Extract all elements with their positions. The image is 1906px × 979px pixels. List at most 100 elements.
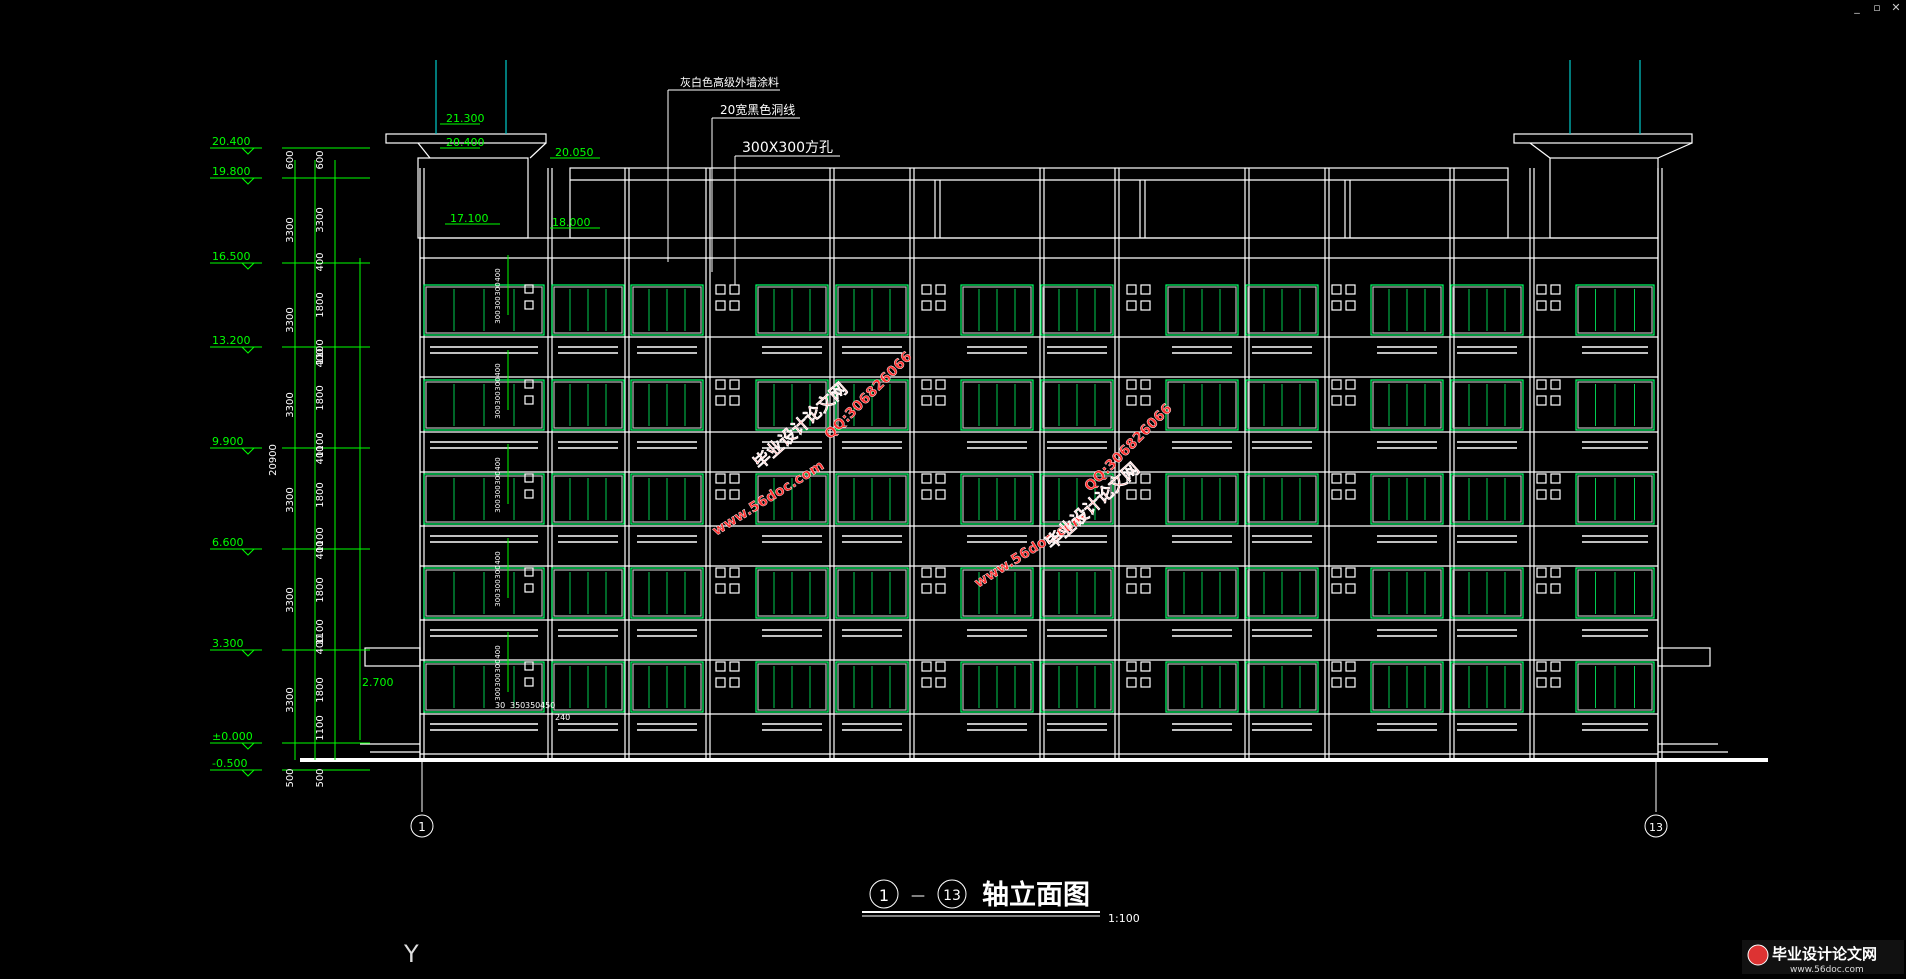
minimize-icon[interactable]: _: [1854, 1, 1860, 14]
square-hole: [1331, 379, 1342, 390]
square-hole: [1550, 379, 1561, 390]
logo-box: [1742, 940, 1904, 974]
square-hole: [1140, 489, 1151, 500]
tower-bracket: [1657, 142, 1693, 159]
window-inner: [425, 475, 543, 523]
window-inner: [962, 475, 1032, 523]
square-hole: [1536, 300, 1547, 311]
window-frame: [1575, 567, 1655, 619]
right-canopy: [1657, 647, 1711, 667]
square-hole: [935, 583, 946, 594]
dim-text-inner: 400: [315, 252, 326, 271]
square-hole: [1536, 661, 1547, 672]
window-grid: [423, 284, 1655, 731]
square-hole: [921, 661, 932, 672]
square-hole: [715, 473, 726, 484]
window-frame: [1575, 661, 1655, 713]
window-frame: [755, 473, 829, 525]
square-hole: [524, 395, 534, 405]
window-inner: [1452, 663, 1522, 711]
window-inner: [553, 663, 623, 711]
square-hole: [1550, 661, 1561, 672]
window-frame: [1575, 379, 1655, 431]
square-hole: [921, 379, 932, 390]
square-hole: [1536, 284, 1547, 295]
window-frame: [423, 567, 545, 619]
watermark-site: www.56doc.com: [710, 458, 827, 540]
square-hole: [1536, 677, 1547, 688]
square-hole: [524, 300, 534, 310]
window-inner: [553, 475, 623, 523]
title-circle-right: [937, 879, 967, 909]
axis-label-left: 1: [418, 820, 426, 834]
window-frame: [755, 379, 829, 431]
window-dim-text: 300: [494, 687, 502, 700]
square-hole: [935, 473, 946, 484]
window-frame: [1370, 567, 1444, 619]
square-hole: [729, 567, 740, 578]
square-hole: [1345, 583, 1356, 594]
dim-text-inner: 1100: [315, 619, 326, 644]
square-hole: [1331, 661, 1342, 672]
square-hole: [729, 489, 740, 500]
close-icon[interactable]: ✕: [1891, 1, 1901, 14]
square-hole: [1550, 489, 1561, 500]
elevation-label: 17.100: [450, 212, 489, 225]
window-inner: [757, 569, 827, 617]
square-hole: [1126, 395, 1137, 406]
elevation-label: ±0.000: [212, 730, 253, 743]
drawing-title: 轴立面图: [982, 879, 1090, 911]
left-canopy: [364, 647, 421, 667]
window-inner: [837, 381, 907, 429]
elevation-label: 16.500: [212, 250, 251, 263]
dim-text-outer: 500: [285, 768, 296, 787]
window-inner: [1167, 286, 1237, 334]
window-frame: [835, 379, 909, 431]
window-inner: [962, 381, 1032, 429]
window-frame: [1040, 379, 1114, 431]
window-frame: [960, 567, 1034, 619]
elevation-label: 13.200: [212, 334, 251, 347]
window-frame: [1450, 379, 1524, 431]
window-frame: [835, 473, 909, 525]
window-frame: [1370, 379, 1444, 431]
drawing-scale: 1:100: [1108, 912, 1140, 925]
square-hole: [935, 284, 946, 295]
window-frame: [630, 661, 704, 713]
restore-icon[interactable]: ▫: [1873, 1, 1881, 14]
dim-text-inner: 400: [315, 445, 326, 464]
logo-url: www.56doc.com: [1790, 965, 1864, 975]
square-hole: [729, 395, 740, 406]
window-inner: [1372, 286, 1442, 334]
dim-text-inner: 1800: [315, 677, 326, 702]
window-inner: [1372, 381, 1442, 429]
square-hole: [921, 583, 932, 594]
square-hole: [1536, 379, 1547, 390]
dim-text-outer: 3300: [285, 487, 296, 512]
dim-text-outer: 3300: [285, 687, 296, 712]
window-frame: [1370, 661, 1444, 713]
window-dim-text: 300: [494, 377, 502, 390]
window-inner: [425, 663, 543, 711]
window-inner: [553, 569, 623, 617]
window-frame: [1575, 284, 1655, 336]
bottom-dim-text: 350: [525, 701, 540, 710]
window-frame: [755, 284, 829, 336]
window-inner: [837, 286, 907, 334]
square-hole: [1550, 677, 1561, 688]
square-hole: [524, 379, 534, 389]
window-inner: [1577, 663, 1653, 711]
window-frame: [423, 661, 545, 713]
square-hole: [1126, 583, 1137, 594]
square-hole: [1140, 395, 1151, 406]
parapet-rect: [569, 167, 1509, 239]
window-frame: [960, 661, 1034, 713]
window-frame: [1040, 473, 1114, 525]
window-inner: [1372, 663, 1442, 711]
dim-text-outer: 600: [285, 150, 296, 169]
dim-text-inner: 1100: [315, 715, 326, 740]
window-frame: [1245, 661, 1319, 713]
window-inner: [757, 286, 827, 334]
